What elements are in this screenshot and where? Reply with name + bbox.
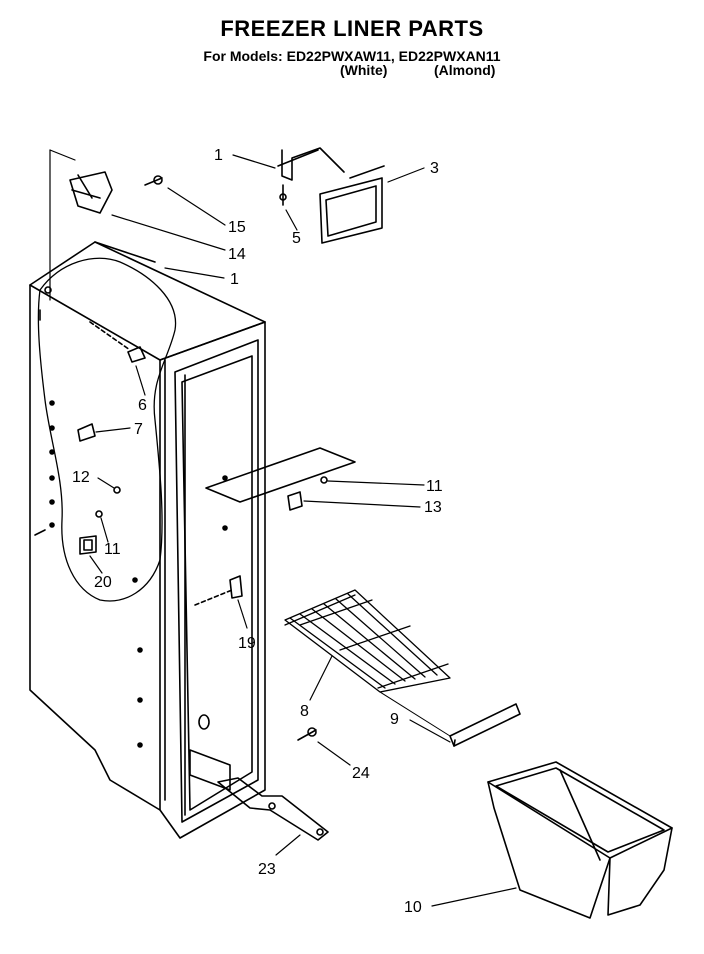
callout-6: 6 [138, 397, 147, 414]
bracket-part-14 [69, 171, 113, 214]
callout-13: 13 [424, 499, 442, 516]
models-line: For Models: ED22PWXAW11, ED22PWXAN11 [203, 48, 501, 64]
bracket-part-20 [79, 535, 97, 555]
screw-part-24 [297, 727, 317, 741]
clip-part-6 [89, 321, 146, 363]
callout-8: 8 [300, 703, 309, 720]
screw-part-11a [95, 510, 103, 518]
callout-12: 12 [72, 469, 90, 486]
callout-23: 23 [258, 861, 276, 878]
screw-part-11b [320, 476, 328, 484]
wire-shelf-part-8 [284, 589, 451, 693]
callout-1: 1 [230, 271, 239, 288]
screw-part-5 [279, 184, 287, 206]
callout-5: 5 [292, 230, 301, 247]
bracket-part-23 [217, 777, 329, 841]
bracket-part-19 [194, 575, 243, 606]
callout-20: 20 [94, 574, 112, 591]
leader-lines [89, 154, 517, 907]
callout-11b: 11 [426, 478, 443, 495]
screw-part-12 [113, 486, 121, 494]
screw-part-15 [144, 175, 163, 186]
callout-19: 19 [238, 635, 256, 652]
callout-24: 24 [352, 765, 370, 782]
color-almond-label: (Almond) [434, 62, 496, 78]
rail-part-9 [379, 691, 521, 747]
bracket-part-13 [287, 491, 303, 511]
bin-part-10 [487, 761, 673, 919]
callout-3: 3 [430, 160, 439, 177]
callout-2: 1 [214, 147, 223, 164]
page-title: FREEZER LINER PARTS [220, 16, 484, 41]
callout-9: 9 [390, 711, 399, 728]
hinge-part-2 [277, 147, 345, 181]
callout-7: 7 [134, 421, 143, 438]
callout-labels: 1 3 5 15 14 1 6 7 12 11 20 11 13 19 8 9 … [72, 147, 443, 916]
shelf-support-panel [205, 447, 356, 503]
callout-14: 14 [228, 246, 246, 263]
callout-11a: 11 [104, 541, 121, 558]
callout-15: 15 [228, 219, 246, 236]
clip-part-7 [77, 423, 96, 442]
cover-part-3 [319, 165, 385, 244]
color-white-label: (White) [340, 62, 388, 78]
callout-10: 10 [404, 899, 422, 916]
freezer-liner [29, 241, 266, 839]
